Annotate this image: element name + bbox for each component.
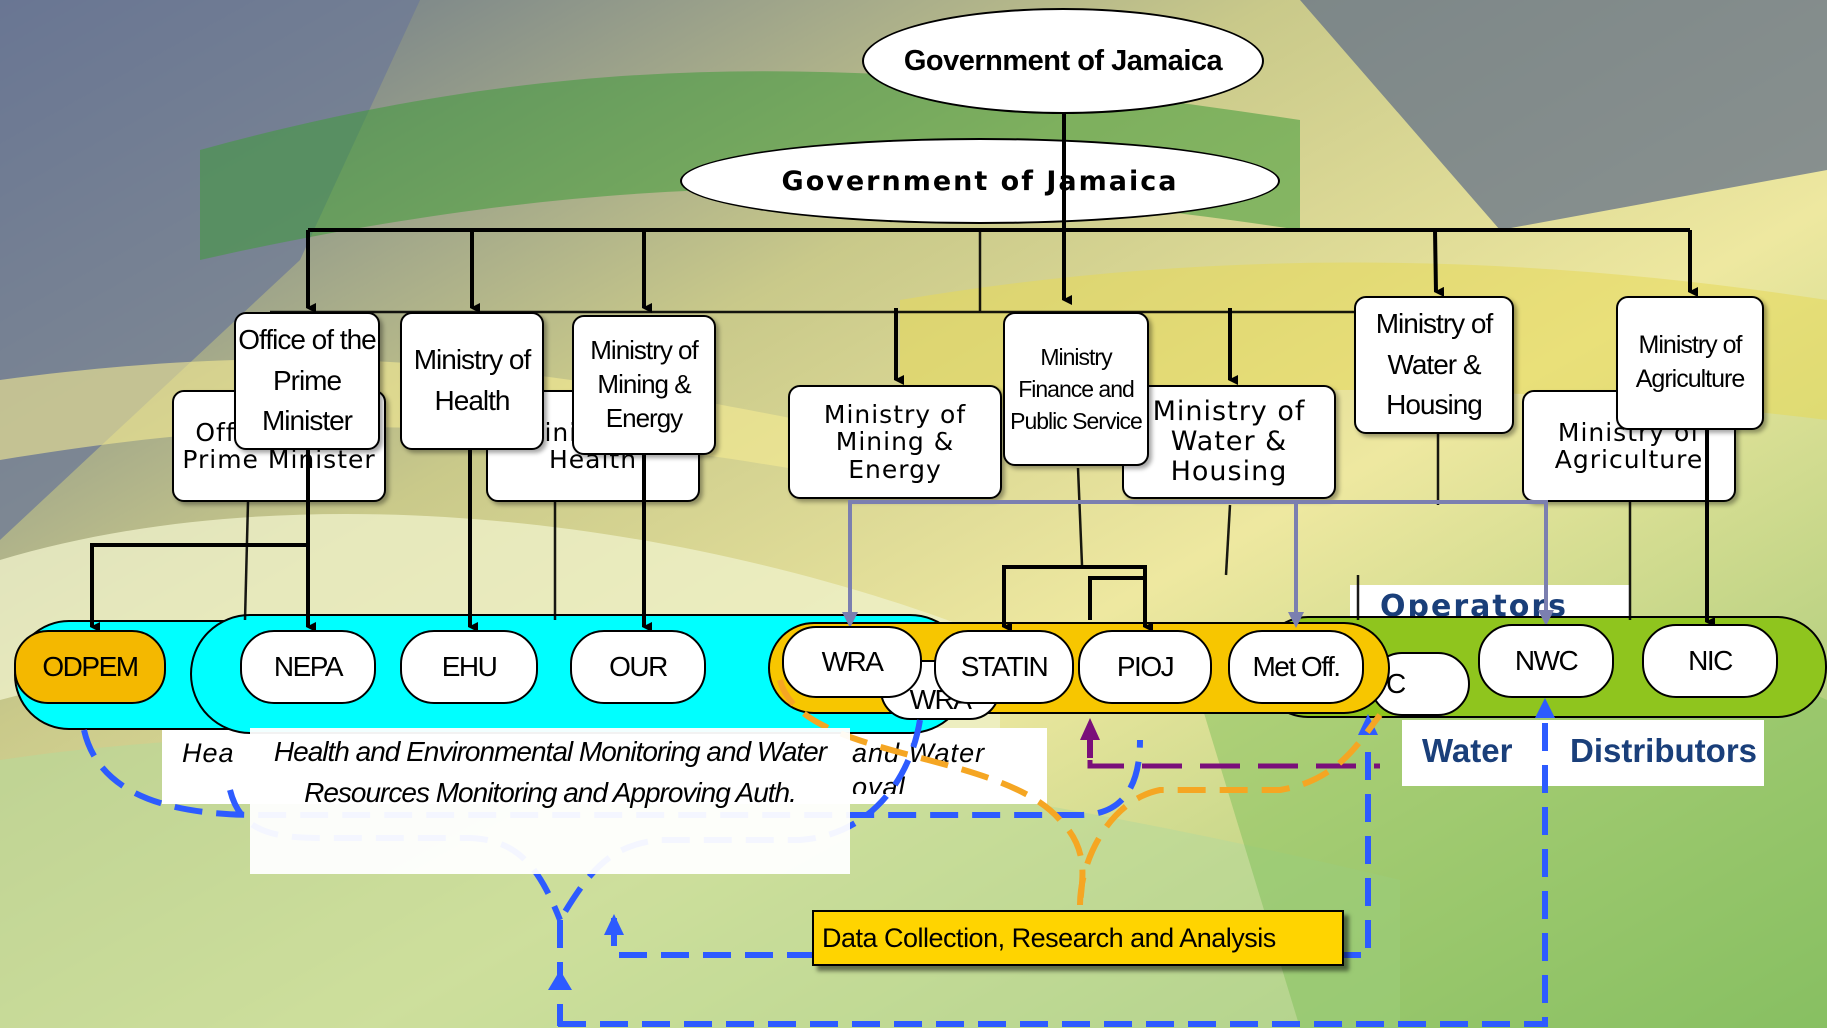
- gov-title-front: Government of Jamaica: [903, 44, 1223, 77]
- ghost-box-water: Ministry of Water & Housing: [1122, 385, 1336, 499]
- box-agri: Ministry of Agriculture: [1616, 296, 1764, 430]
- agency-nic: NIC: [1642, 624, 1778, 698]
- agency-odpem: ODPEM: [14, 630, 166, 704]
- agency-nwc: NWC: [1478, 624, 1614, 698]
- agency-nepa: NEPA: [240, 630, 376, 704]
- box-water: Ministry of Water & Housing: [1354, 296, 1514, 434]
- data-collection-box: Data Collection, Research and Analysis: [812, 910, 1344, 966]
- water-distributors-label: Water Distributors: [1402, 720, 1764, 786]
- ghost-box-mining: Ministry of Mining & Energy: [788, 385, 1002, 499]
- gov-ellipse-back: Government of Jamaica: [680, 138, 1280, 224]
- box-finance: Ministry Finance and Public Service: [1003, 312, 1149, 466]
- monitoring-label: Health and Environmental Monitoring and …: [250, 728, 850, 874]
- agency-pioj: PIOJ: [1078, 630, 1212, 704]
- box-mining: Ministry of Mining & Energy: [572, 315, 716, 455]
- agency-ehu: EHU: [400, 630, 538, 704]
- agency-met: Met Off.: [1228, 630, 1364, 704]
- box-opm: Office of the Prime Minister: [234, 312, 380, 450]
- agency-our: OUR: [570, 630, 706, 704]
- gov-ellipse-front: Government of Jamaica: [862, 8, 1264, 114]
- gov-title-back: Government of Jamaica: [781, 165, 1179, 197]
- agency-wra: WRA: [782, 626, 922, 698]
- box-health: Ministry of Health: [400, 312, 544, 450]
- agency-statin: STATIN: [934, 630, 1074, 704]
